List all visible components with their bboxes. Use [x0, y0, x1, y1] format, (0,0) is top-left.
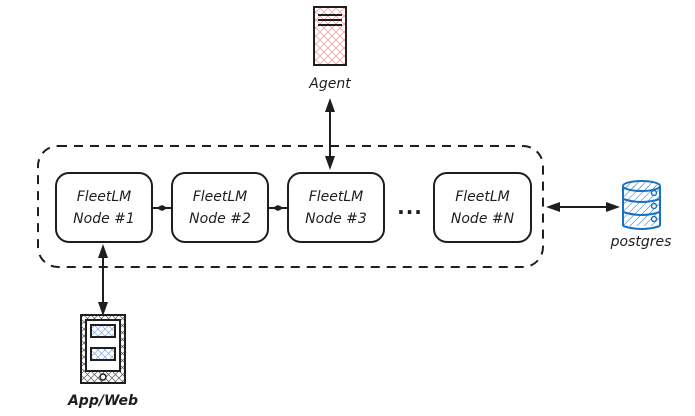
- node-title: FleetLM: [455, 188, 510, 205]
- node-title: FleetLM: [192, 188, 248, 205]
- database-icon: [622, 180, 661, 230]
- fleetlm-node-2: FleetLM Node #2: [171, 172, 269, 243]
- node-connector: [153, 205, 171, 211]
- node-connector: [269, 205, 287, 211]
- server-icon: [313, 6, 347, 66]
- node-title: FleetLM: [308, 188, 364, 205]
- fleetlm-node-3: FleetLM Node #3: [287, 172, 385, 243]
- cluster-boundary: [37, 145, 544, 268]
- fleetlm-node-n: FleetLM Node #N: [433, 172, 532, 243]
- agent-label: Agent: [309, 76, 351, 92]
- client-label: App/Web: [67, 393, 139, 409]
- node-subtitle: Node #1: [73, 210, 135, 227]
- node-title: FleetLM: [76, 188, 132, 205]
- postgres-label: postgres: [610, 234, 672, 250]
- cluster-postgres-arrow: [546, 202, 620, 212]
- node-subtitle: Node #3: [305, 210, 367, 227]
- agent-node3-arrow: [325, 98, 335, 170]
- mobile-device-icon: [80, 314, 126, 384]
- node-subtitle: Node #N: [450, 210, 515, 227]
- fleetlm-node-1: FleetLM Node #1: [55, 172, 153, 243]
- node-subtitle: Node #2: [189, 210, 251, 227]
- ellipsis: ...: [397, 195, 423, 219]
- node1-client-arrow: [98, 244, 108, 316]
